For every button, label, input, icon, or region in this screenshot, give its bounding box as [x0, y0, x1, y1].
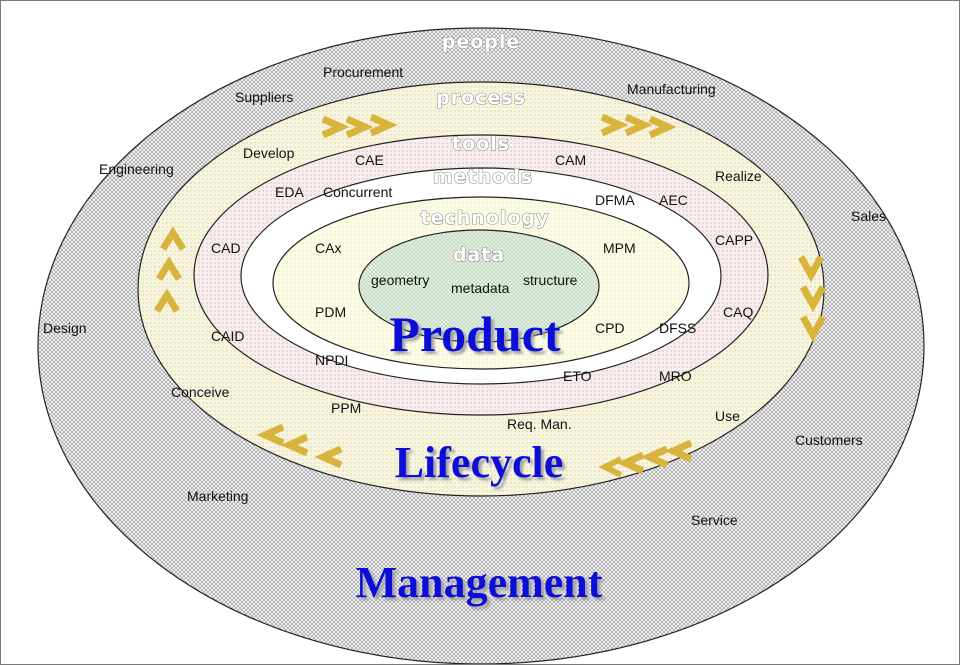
arrows-right-down [797, 255, 827, 343]
ring-title-people: people [442, 31, 521, 53]
arrow-right-icon [624, 113, 653, 137]
label-use: Use [715, 408, 740, 424]
title-management: Management [356, 558, 603, 607]
label-conceive: Conceive [171, 384, 230, 400]
label-cae: CAE [355, 152, 384, 168]
label-geometry: geometry [371, 272, 429, 288]
label-dfma: DFMA [595, 192, 635, 208]
arrow-left-icon [280, 433, 309, 457]
label-procurement: Procurement [323, 64, 403, 80]
label-marketing: Marketing [187, 488, 248, 504]
label-cpd: CPD [595, 320, 625, 336]
arrows-top-left [321, 113, 398, 139]
arrow-left-icon [664, 439, 693, 463]
ring-title-methods: methods [433, 166, 533, 188]
label-capp: CAPP [715, 232, 753, 248]
ring-title-data: data [453, 244, 505, 266]
label-structure: structure [523, 272, 578, 288]
label-concurrent: Concurrent [323, 184, 392, 200]
label-caid: CAID [211, 328, 244, 344]
arrow-down-icon [797, 255, 825, 283]
arrow-right-icon [600, 113, 629, 137]
arrow-up-icon [160, 226, 186, 251]
arrow-up-icon [154, 288, 180, 313]
label-mpm: MPM [603, 240, 636, 256]
label-cax: CAx [315, 240, 341, 256]
label-req-man: Req. Man. [507, 416, 572, 432]
arrow-right-icon [321, 115, 350, 139]
arrow-left-icon [256, 423, 285, 447]
label-service: Service [691, 512, 738, 528]
ring-title-process: process [436, 87, 526, 109]
label-suppliers: Suppliers [235, 89, 293, 105]
arrow-down-icon [799, 315, 827, 343]
label-mro: MRO [659, 368, 692, 384]
arrow-left-icon [616, 451, 645, 475]
title-product: Product [389, 306, 561, 362]
label-sales: Sales [851, 208, 886, 224]
ring-title-tools: tools [452, 133, 510, 155]
arrow-right-icon [648, 115, 677, 139]
label-ppm: PPM [331, 400, 361, 416]
label-cad: CAD [211, 240, 241, 256]
arrows-bottom-right [598, 439, 693, 478]
label-manufacturing: Manufacturing [627, 81, 716, 97]
arrows-bottom-left [256, 423, 343, 469]
label-cam: CAM [555, 152, 586, 168]
label-design: Design [43, 320, 87, 336]
arrow-up-icon [156, 256, 182, 281]
arrow-left-icon [598, 456, 623, 478]
label-metadata: metadata [451, 280, 510, 296]
arrow-right-icon [369, 113, 398, 137]
arrow-left-icon [640, 445, 669, 469]
label-aec: AEC [659, 192, 688, 208]
arrows-top-right [600, 113, 677, 139]
arrow-right-icon [345, 115, 374, 139]
label-caq: CAQ [723, 304, 753, 320]
arrows-left-up [154, 226, 186, 313]
label-develop: Develop [243, 145, 295, 161]
arrow-down-icon [799, 285, 827, 313]
arrow-left-icon [314, 445, 343, 469]
label-dfss: DFSS [659, 320, 696, 336]
label-realize: Realize [715, 168, 762, 184]
label-customers: Customers [795, 432, 863, 448]
label-engineering: Engineering [99, 161, 174, 177]
label-npdi: NPDI [315, 352, 348, 368]
data-core [358, 229, 600, 343]
label-eto: ETO [563, 368, 592, 384]
label-pdm: PDM [315, 304, 346, 320]
title-lifecycle: Lifecycle [395, 438, 564, 487]
label-eda: EDA [275, 184, 304, 200]
ring-title-technology: technology [421, 207, 550, 229]
